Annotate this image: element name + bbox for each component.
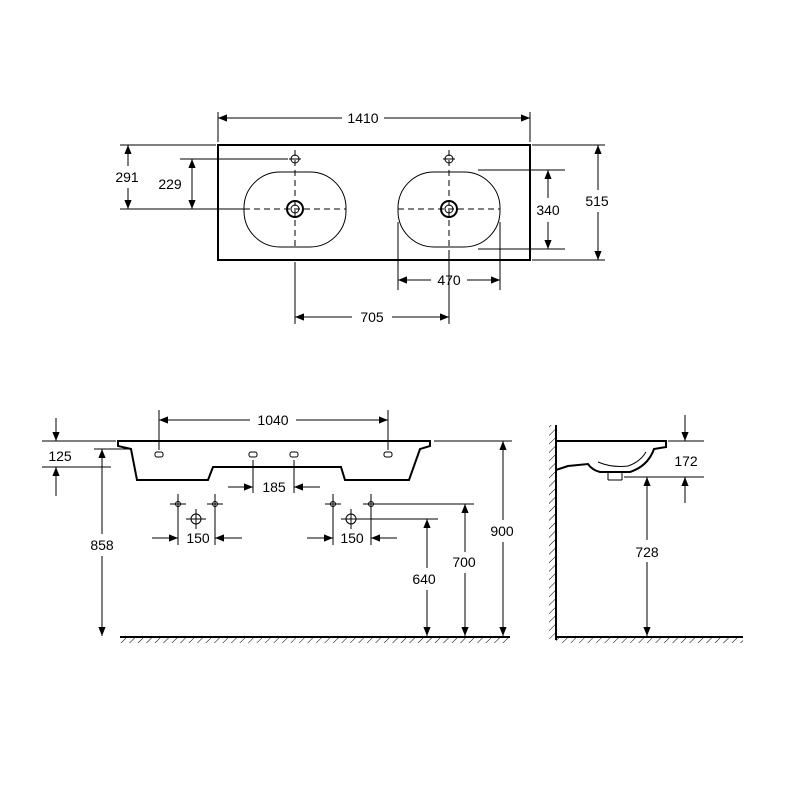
dim-overall-width: 1410	[347, 110, 378, 126]
left-overflow-icon	[154, 451, 164, 458]
front-view-profile	[117, 440, 431, 481]
right-waste-icon	[440, 200, 458, 218]
top-view-outline	[217, 144, 531, 261]
right-overflow-icon	[383, 451, 393, 458]
dim-right-valve-spacing: 150	[340, 530, 364, 546]
dim-underside-height: 858	[90, 537, 114, 553]
side-view-profile	[555, 440, 667, 473]
dim-overflow-spacing: 1040	[257, 412, 288, 428]
dim-rim-thickness: 125	[48, 448, 72, 464]
front-view: 1040 125 185 150	[42, 410, 514, 643]
dim-rim-height: 900	[490, 523, 514, 539]
wall-hatch	[549, 425, 556, 639]
dim-left-valve-spacing: 150	[186, 530, 210, 546]
dim-overall-depth: 515	[585, 193, 609, 209]
dim-bowl-height: 172	[674, 453, 698, 469]
left-valve-group: 150	[152, 494, 242, 546]
right-valve-group: 150	[307, 494, 397, 546]
dim-valve-height: 700	[452, 554, 476, 570]
dim-waste-spacing: 705	[360, 309, 384, 325]
dim-tap-to-centre: 229	[158, 176, 182, 192]
dim-bowl-bottom-height: 728	[635, 544, 659, 560]
side-floor-hatch	[556, 637, 743, 643]
dim-bowl-depth: 340	[536, 202, 560, 218]
dim-tap-to-waste: 291	[115, 169, 139, 185]
top-view: 1410 291 229 340 515 470 705	[115, 110, 609, 325]
dim-waste-height: 640	[412, 571, 436, 587]
dim-centre-spacing: 185	[262, 479, 286, 495]
front-floor-hatch	[120, 637, 510, 643]
left-waste-icon	[286, 200, 304, 218]
side-view: 172 728	[549, 415, 743, 643]
